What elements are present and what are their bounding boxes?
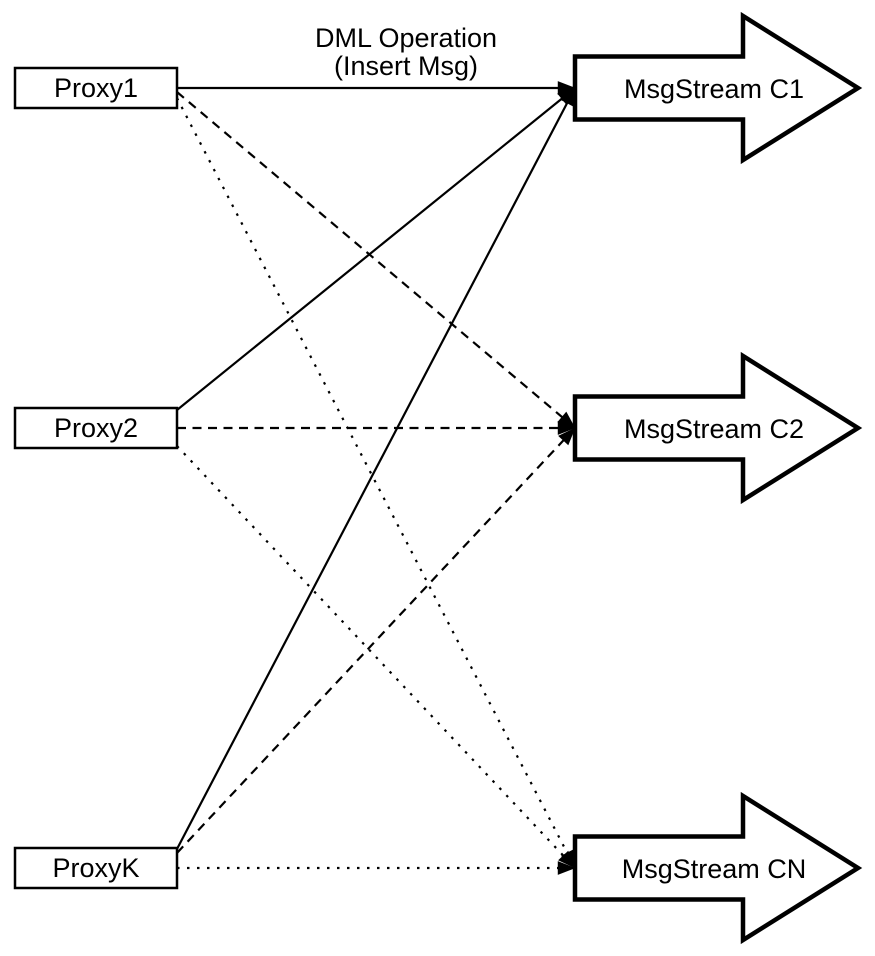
proxy1-label: Proxy1 — [54, 73, 138, 103]
msgstream-c1-arrow-shape — [572, 11, 863, 165]
title-line2: (Insert Msg) — [334, 51, 478, 81]
edge-proxyk-c1-solid — [176, 87, 576, 850]
proxyk-label: ProxyK — [52, 853, 139, 883]
proxyk-node: ProxyK — [13, 846, 179, 890]
msgstream-c1-node: MsgStream C1 — [572, 11, 863, 165]
edge-proxy1-cn-dotted — [176, 97, 576, 869]
edge-proxy2-cn-dotted — [176, 445, 576, 869]
edge-proxy2-c1-solid — [176, 87, 576, 411]
proxy2-box — [13, 406, 179, 450]
title-line1: DML Operation — [315, 23, 497, 53]
proxy1-box — [13, 66, 179, 110]
proxy2-label: Proxy2 — [54, 413, 138, 443]
edges-group — [176, 81, 576, 875]
msgstream-c1-label: MsgStream C1 — [624, 74, 804, 104]
proxyk-box — [13, 846, 179, 890]
msgstream-cn-node: MsgStream CN — [572, 791, 863, 945]
msgstream-c2-node: MsgStream C2 — [572, 351, 863, 505]
msgstream-cn-label: MsgStream CN — [622, 854, 807, 884]
proxy1-node: Proxy1 — [13, 66, 179, 110]
msgstream-cn-arrow-shape — [572, 791, 863, 945]
proxy2-node: Proxy2 — [13, 406, 179, 450]
edge-proxyk-c2-dashed — [176, 427, 576, 854]
msgstream-c2-label: MsgStream C2 — [624, 414, 804, 444]
edge-title: DML Operation (Insert Msg) — [315, 23, 497, 81]
msgstream-c2-arrow-shape — [572, 351, 863, 505]
edge-proxy1-c2-dashed — [176, 91, 576, 429]
